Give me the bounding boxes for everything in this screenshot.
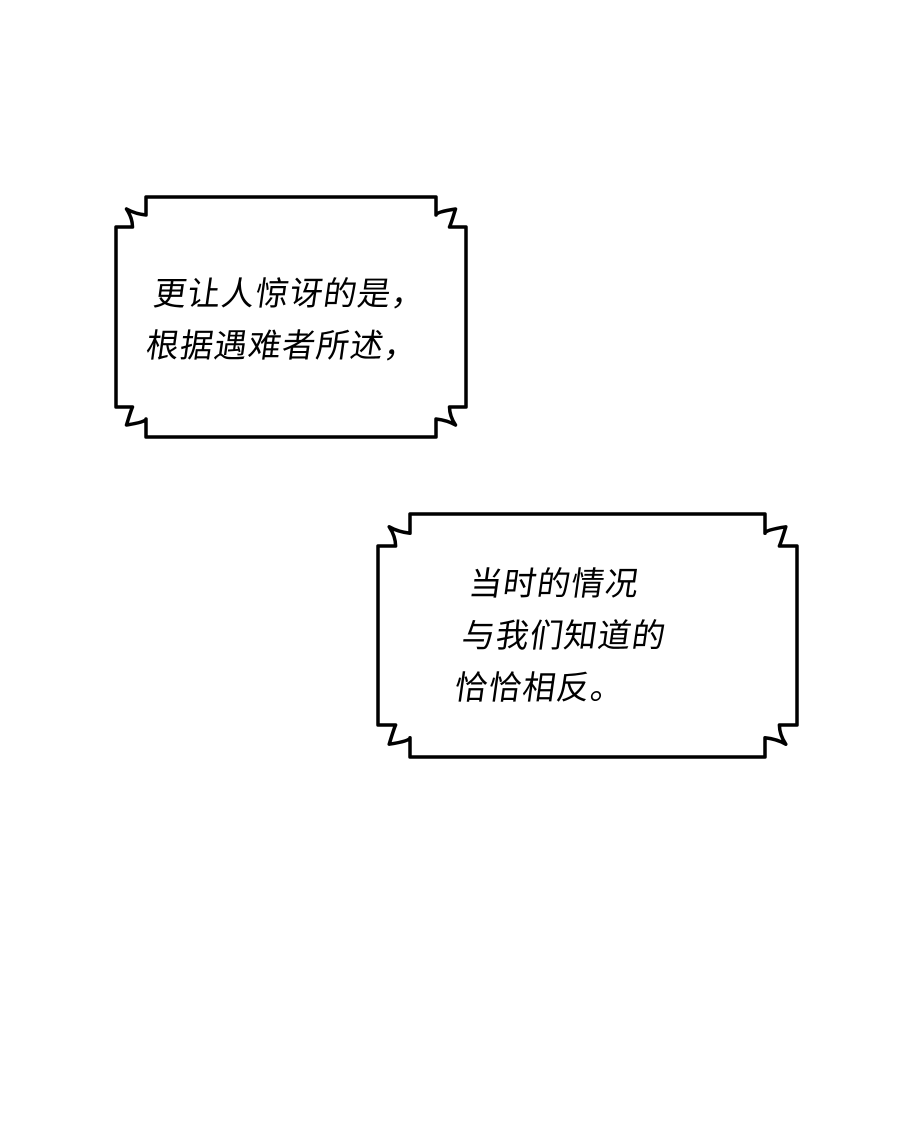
caption-line: 根据遇难者所述， [143, 326, 422, 365]
caption-box-1: 更让人惊讶的是， 根据遇难者所述， [143, 268, 430, 372]
caption-line: 与我们知道的 [459, 616, 669, 655]
caption-line: 更让人惊讶的是， [150, 274, 429, 313]
caption-box-1-border [114, 195, 468, 439]
caption-line: 当时的情况 [466, 564, 643, 603]
caption-box-2-border [376, 512, 799, 759]
caption-line: 恰恰相反。 [452, 668, 628, 707]
caption-box-2: 当时的情况 与我们知道的 恰恰相反。 [451, 558, 677, 714]
